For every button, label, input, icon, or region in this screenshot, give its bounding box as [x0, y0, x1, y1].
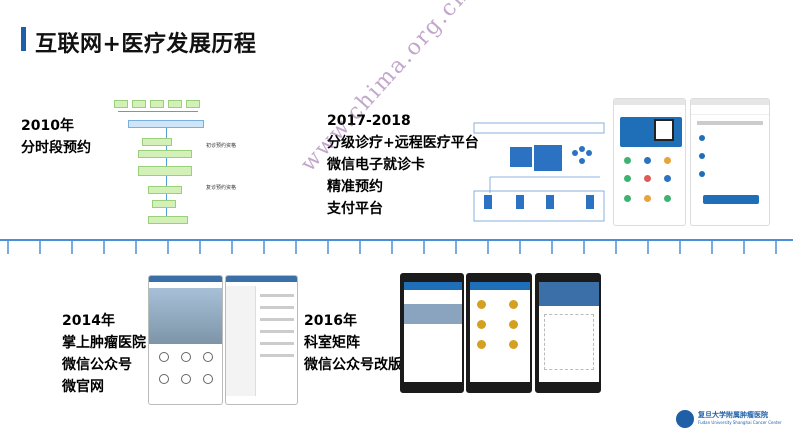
- dept-icon: [477, 320, 486, 329]
- dept-icon: [509, 300, 518, 309]
- milestone-2017-line4: 支付平台: [327, 201, 383, 217]
- flow-label: 复诊预约资格: [206, 185, 237, 191]
- menu-icon: [203, 374, 213, 384]
- flow-box: [148, 186, 182, 194]
- phone-screen: [470, 282, 530, 382]
- wechat-menu-row: [260, 318, 294, 321]
- phone-screenshot-wechat: [225, 275, 298, 405]
- dept-banner: [539, 282, 599, 306]
- dept-icon: [509, 340, 518, 349]
- wechat-menu-row: [260, 294, 294, 297]
- step-icon: [699, 171, 705, 177]
- milestone-2014: 2014年 掌上肿瘤医院 微信公众号 微官网: [62, 310, 146, 398]
- menu-icon: [644, 157, 651, 164]
- flow-top-box: [150, 100, 164, 108]
- hospital-logo: 复旦大学附属肿瘤医院 Fudan University Shanghai Can…: [676, 410, 786, 430]
- flow-top-box: [114, 100, 128, 108]
- milestone-2010-year: 2010年: [21, 118, 74, 134]
- phone-screenshot-dept-3: [535, 273, 601, 393]
- milestone-2016-line2: 微信公众号改版: [304, 357, 402, 373]
- dept-icon: [477, 340, 486, 349]
- milestone-2014-line1: 掌上肿瘤医院: [62, 335, 146, 351]
- menu-icon: [159, 352, 169, 362]
- menu-icon: [203, 352, 213, 362]
- milestone-2017: 2017-2018 分级诊疗+远程医疗平台 微信电子就诊卡 精准预约 支付平台: [327, 110, 479, 220]
- phone-screenshot-booking: [690, 98, 770, 226]
- menu-icon: [644, 175, 651, 182]
- menu-icon: [159, 374, 169, 384]
- menu-icon: [664, 175, 671, 182]
- milestone-2017-year: 2017-2018: [327, 113, 411, 129]
- dept-grid: [544, 314, 594, 370]
- step-icon: [699, 135, 705, 141]
- phone-screenshot-micro-site: [148, 275, 223, 405]
- milestone-2016: 2016年 科室矩阵 微信公众号改版: [304, 310, 402, 376]
- milestone-2014-year: 2014年: [62, 313, 115, 329]
- phone-header: [404, 282, 462, 290]
- flow-label: 初诊预约资格: [206, 143, 237, 149]
- menu-icon: [181, 352, 191, 362]
- flow-top-box: [132, 100, 146, 108]
- phone-screen: [404, 282, 462, 382]
- hospital-building-image: [149, 288, 222, 344]
- wechat-menu-row: [260, 342, 294, 345]
- platform-diagram-svg: [473, 122, 605, 222]
- milestone-2017-line2: 微信电子就诊卡: [327, 157, 425, 173]
- milestone-2014-line2: 微信公众号: [62, 357, 132, 373]
- phone-screenshot-ecard: [613, 98, 686, 226]
- wechat-menu-row: [260, 354, 294, 357]
- hospital-name: 复旦大学附属肿瘤医院: [698, 411, 768, 419]
- wechat-menu-row: [260, 330, 294, 333]
- flow-line: [118, 111, 198, 112]
- phone-header: [614, 105, 685, 115]
- milestone-2010-line1: 分时段预约: [21, 140, 91, 156]
- step-icon: [699, 153, 705, 159]
- title-accent-bar: [21, 27, 26, 51]
- booking-row: [697, 121, 763, 125]
- platform-diagram: [470, 121, 610, 231]
- dept-image: [404, 304, 462, 324]
- menu-icon: [624, 175, 631, 182]
- appointment-flowchart: 初诊预约资格 复诊预约资格: [108, 100, 248, 230]
- milestone-2016-line1: 科室矩阵: [304, 335, 360, 351]
- milestone-2014-line3: 微官网: [62, 379, 104, 395]
- milestone-2016-year: 2016年: [304, 313, 357, 329]
- wechat-menu-left: [226, 286, 256, 396]
- flow-box: [152, 200, 176, 208]
- milestone-2017-line3: 精准预约: [327, 179, 383, 195]
- flow-box: [142, 138, 172, 146]
- phone-header: [691, 105, 769, 115]
- milestone-2010: 2010年 分时段预约: [21, 115, 91, 159]
- flow-top-box: [168, 100, 182, 108]
- milestone-2017-line1: 分级诊疗+远程医疗平台: [327, 135, 479, 151]
- flow-top-box: [186, 100, 200, 108]
- phone-screenshot-dept-2: [466, 273, 532, 393]
- page-title: 互联网+医疗发展历程: [35, 32, 257, 57]
- dept-icon: [509, 320, 518, 329]
- menu-icon: [664, 157, 671, 164]
- hospital-emblem-icon: [676, 410, 694, 428]
- menu-icon: [624, 195, 631, 202]
- phone-screenshot-dept-1: [400, 273, 464, 393]
- flow-box: [128, 120, 204, 128]
- confirm-button: [703, 195, 759, 204]
- hospital-name-english: Fudan University Shanghai Cancer Center: [698, 420, 782, 425]
- phone-status-bar: [691, 99, 769, 105]
- menu-icon: [181, 374, 191, 384]
- flow-box: [138, 150, 192, 158]
- menu-icon: [644, 195, 651, 202]
- menu-icon: [624, 157, 631, 164]
- phone-status-bar: [614, 99, 685, 105]
- wechat-menu-row: [260, 306, 294, 309]
- phone-status-bar: [149, 276, 222, 282]
- menu-icon: [664, 195, 671, 202]
- phone-status-bar: [226, 276, 297, 282]
- flow-box: [138, 166, 192, 176]
- dept-icon: [477, 300, 486, 309]
- timeline: [0, 239, 793, 254]
- flow-box: [148, 216, 188, 224]
- qr-code-icon: [654, 119, 674, 141]
- phone-header: [470, 282, 530, 290]
